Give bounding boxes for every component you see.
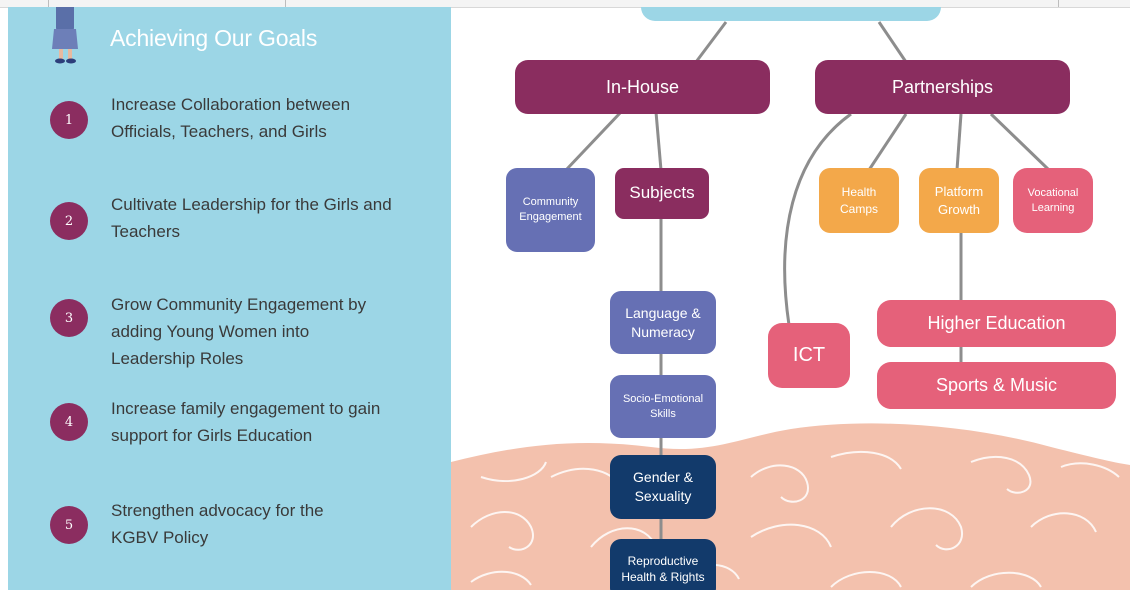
program-diagram: In-House Partnerships Community Engageme… xyxy=(451,7,1130,590)
bottom-strip xyxy=(0,590,1130,597)
health-camps-node: Health Camps xyxy=(819,168,899,233)
ict-node: ICT xyxy=(768,323,850,388)
subjects-node: Subjects xyxy=(615,168,709,219)
top-node xyxy=(641,7,941,21)
language-numeracy-node: Language & Numeracy xyxy=(610,291,716,354)
goal-text: Cultivate Leadership for the Girls and T… xyxy=(111,195,392,241)
vocational-learning-node: Vocational Learning xyxy=(1013,168,1093,233)
gender-sexuality-node: Gender & Sexuality xyxy=(610,455,716,519)
goal-text: Strengthen advocacy for the KGBV Policy xyxy=(111,501,324,547)
in-house-node: In-House xyxy=(515,60,770,114)
socio-emotional-skills-node: Socio-Emotional Skills xyxy=(610,375,716,438)
connector-lines xyxy=(564,21,1051,541)
woman-figure-illustration xyxy=(52,7,78,64)
goal-number-badge: 4 xyxy=(50,403,88,441)
divider xyxy=(285,0,286,7)
goal-number-badge: 2 xyxy=(50,202,88,240)
reproductive-health-rights-node: Reproductive Health & Rights xyxy=(610,539,716,590)
panel-title: Achieving Our Goals xyxy=(110,25,318,51)
goal-text: Increase Collaboration between Officials… xyxy=(111,95,351,141)
platform-growth-node: Platform Growth xyxy=(919,168,999,233)
sports-music-node: Sports & Music xyxy=(877,362,1116,409)
higher-education-node: Higher Education xyxy=(877,300,1116,347)
goals-panel: Achieving Our Goals 1 Increase Collabora… xyxy=(8,7,451,590)
divider xyxy=(48,0,49,7)
partnerships-node: Partnerships xyxy=(815,60,1070,114)
goal-text: Grow Community Engagement by adding Youn… xyxy=(111,295,367,368)
goal-number-badge: 5 xyxy=(50,506,88,544)
top-strip xyxy=(0,0,1130,8)
goal-number-badge: 3 xyxy=(50,299,88,337)
divider xyxy=(1058,0,1059,7)
community-engagement-node: Community Engagement xyxy=(506,168,595,252)
goal-number-badge: 1 xyxy=(50,101,88,139)
goal-text: Increase family engagement to gain suppo… xyxy=(111,399,381,445)
